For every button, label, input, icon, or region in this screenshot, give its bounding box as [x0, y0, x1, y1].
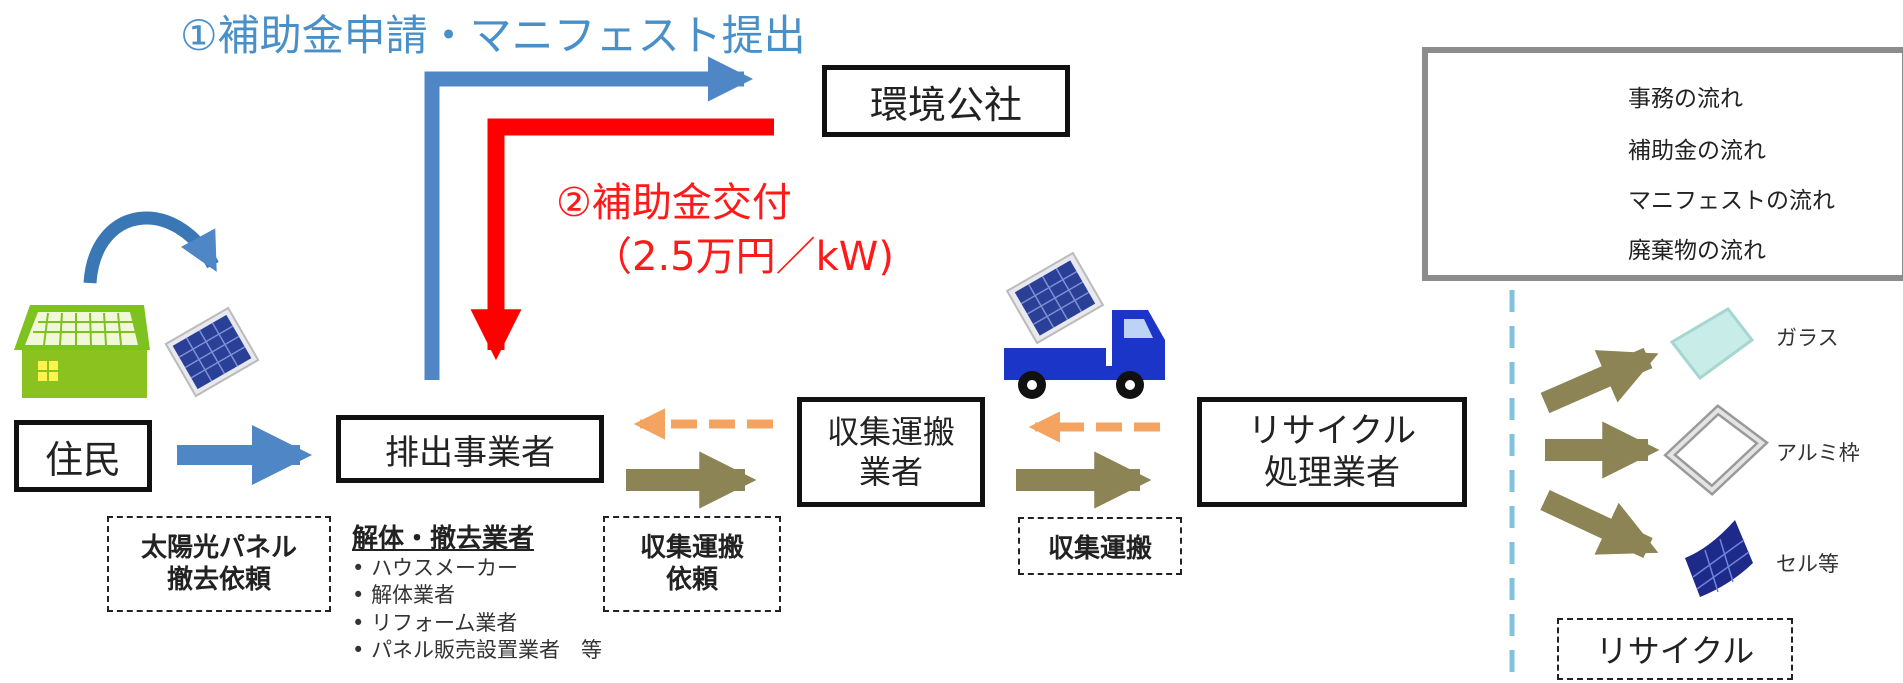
curved-removal-arrow [83, 211, 219, 284]
list-item: パネル販売設置業者 等 [352, 637, 602, 664]
list-item: 解体業者 [352, 582, 602, 609]
solar-panel-icon [164, 306, 260, 398]
recycle-shori-gyosha-box: リサイクル 処理業者 [1197, 397, 1467, 507]
waste-output-arrow-glass [1540, 347, 1659, 414]
legend-office-label: 事務の流れ [1628, 86, 1743, 112]
collection-transport-label: 収集運搬 [1018, 517, 1182, 575]
shushu-unpan-gyosha-box: 収集運搬 業者 [797, 397, 985, 507]
legend-manifest-label: マニフェストの流れ [1628, 188, 1835, 214]
house-icon [14, 305, 150, 398]
subsidy-amount-label: （2.5万円／kW) [592, 234, 894, 280]
haishutsu-jigyosha-box: 排出事業者 [336, 415, 604, 483]
collection-request-label: 収集運搬 依頼 [603, 516, 781, 612]
list-item: ハウスメーカー [352, 555, 602, 582]
truck-icon [1004, 251, 1165, 399]
jumin-box: 住民 [14, 420, 152, 492]
solar-cell-icon [1685, 520, 1753, 597]
cell-label: セル等 [1776, 552, 1839, 576]
demolition-contractors-list: ハウスメーカー 解体業者 リフォーム業者 パネル販売設置業者 等 [352, 555, 602, 664]
demolition-contractors-group: 解体・撤去業者 ハウスメーカー 解体業者 リフォーム業者 パネル販売設置業者 等 [352, 518, 602, 664]
legend-subsidy-label: 補助金の流れ [1628, 138, 1766, 164]
glass-label: ガラス [1776, 326, 1839, 350]
legend-box: 事務の流れ 補助金の流れ マニフェストの流れ 廃棄物の流れ [1422, 47, 1903, 281]
panel-removal-request-label: 太陽光パネル 撤去依頼 [107, 516, 331, 612]
subsidy-grant-label: ②補助金交付 [556, 180, 792, 226]
office-flow-arrow-to-kankyo [424, 56, 753, 380]
apply-manifest-label: ①補助金申請・マニフェスト提出 [180, 11, 806, 60]
glass-icon [1669, 307, 1755, 381]
aluminum-frame-label: アルミ枠 [1776, 441, 1860, 465]
kankyo-kosha-box: 環境公社 [822, 65, 1070, 137]
legend-waste-label: 廃棄物の流れ [1628, 238, 1766, 264]
demolition-contractors-heading: 解体・撤去業者 [352, 524, 535, 554]
waste-output-arrow-cell [1540, 490, 1659, 558]
aluminum-frame-icon [1663, 404, 1769, 497]
recycle-label: リサイクル [1557, 618, 1793, 680]
subsidy-flow-arrow-to-haishutsu [470, 118, 774, 361]
list-item: リフォーム業者 [352, 610, 602, 637]
